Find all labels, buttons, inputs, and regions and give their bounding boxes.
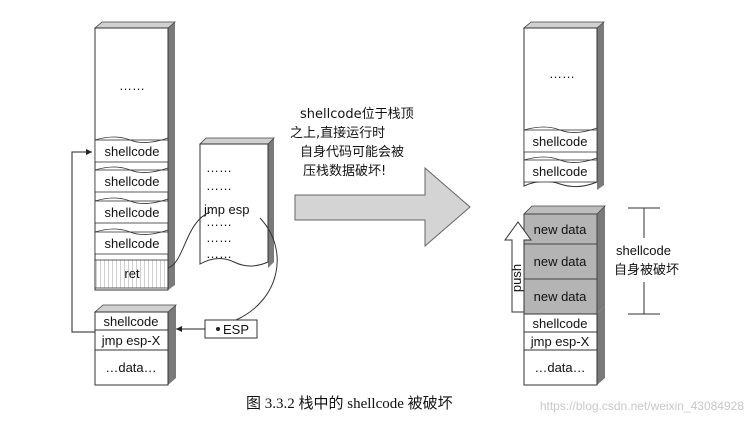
new-data-block-1 <box>523 213 598 245</box>
big-transition-arrow <box>294 166 471 248</box>
jmp-to-esp-curve <box>235 217 278 321</box>
bottom-left-data-label: …data… <box>105 360 156 375</box>
left-ret-label: ret <box>124 266 140 281</box>
watermark: https://blog.csdn.net/weixin_43084928 <box>540 399 744 413</box>
left-shellcode-label-4: shellcode <box>105 236 160 251</box>
bottom-left-jmp-label: jmp esp-X <box>101 333 161 348</box>
code-block: …… …… jmp esp …… …… …… <box>199 137 275 268</box>
left-stack-top <box>93 21 177 29</box>
bottom-left-shellcode-label: shellcode <box>104 314 159 329</box>
left-shellcode-cell-1 <box>94 139 169 163</box>
left-stack-side <box>168 22 175 290</box>
right-shellcode-label-2: shellcode <box>533 164 588 179</box>
right-shellcode-label-1: shellcode <box>533 134 588 149</box>
push-arrow <box>504 221 532 313</box>
new-data-stack: new data new data new data <box>523 205 606 315</box>
left-shellcode-label-3: shellcode <box>105 205 160 220</box>
bottom-left-data-cell <box>94 349 169 386</box>
bottom-left-stack: shellcode jmp esp-X …data… <box>93 304 178 386</box>
left-shellcode-cell-3 <box>94 200 169 224</box>
figure-caption: 图 3.3.2 栈中的 shellcode 被破坏 <box>246 395 453 412</box>
arrow-note-line-4: 压栈数据破坏! <box>303 164 386 179</box>
arrow-note-line-2: 之上,直接运行时 <box>290 125 385 141</box>
side-note-line-1: shellcode <box>616 243 671 258</box>
push-label: push <box>509 264 524 292</box>
new-data-label-1: new data <box>534 222 588 237</box>
esp-pointer-label: ESP <box>223 322 249 337</box>
new-data-label-3: new data <box>534 289 588 304</box>
left-ret-cell <box>94 259 169 289</box>
left-shellcode-cell-2 <box>94 169 169 193</box>
right-bottom-data-label: …data… <box>534 360 585 375</box>
right-stack-dots: …… <box>549 66 575 81</box>
side-note-line-2: 自身被破坏 <box>614 262 679 278</box>
code-line-4: …… <box>206 214 232 229</box>
arrow-note: shellcode位于栈顶 之上,直接运行时 自身代码可能会被 压栈数据破坏! <box>290 107 414 179</box>
ret-to-jmp-connector <box>167 211 211 269</box>
right-bottom-jmp-label: jmp esp-X <box>530 334 590 349</box>
left-stack: …… shellcode shellcode shellcode shellco… <box>93 21 177 291</box>
left-shellcode-label-1: shellcode <box>105 144 160 159</box>
side-bracket <box>628 207 660 315</box>
left-stack-dots: …… <box>119 78 145 93</box>
code-line-1: …… <box>206 160 232 175</box>
code-line-5: …… <box>206 230 232 245</box>
code-line-6: …… <box>206 246 232 261</box>
left-shellcode-cell-4 <box>94 231 169 255</box>
jump-back-arrow <box>71 149 95 333</box>
new-data-label-2: new data <box>534 254 588 269</box>
code-line-jmp-esp: jmp esp <box>203 202 250 217</box>
left-shellcode-label-2: shellcode <box>105 174 160 189</box>
arrow-note-line-1: shellcode位于栈顶 <box>300 107 414 122</box>
right-bottom-shellcode-label: shellcode <box>533 316 588 331</box>
right-bottom-data-cell <box>523 349 598 386</box>
code-line-2: …… <box>206 178 232 193</box>
right-bottom-stack: shellcode jmp esp-X …data… <box>523 306 605 386</box>
arrow-note-line-3: 自身代码可能会被 <box>300 144 404 160</box>
right-stack: …… shellcode shellcode <box>522 21 606 190</box>
